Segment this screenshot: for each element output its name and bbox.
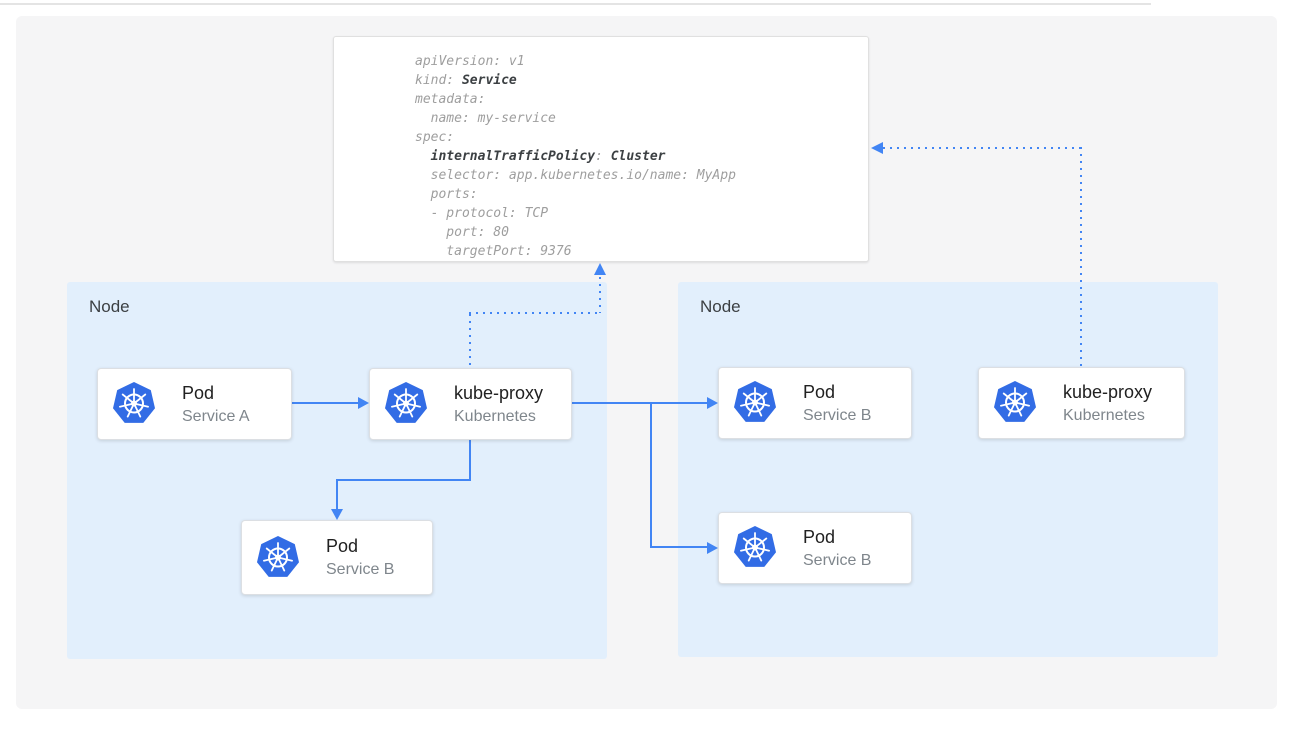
arrow-pod-a-to-kube-proxy (292, 402, 360, 404)
card-subtitle: Service B (326, 561, 395, 578)
card-title: Pod (803, 381, 836, 402)
arrowhead-kube-proxy-to-pod-b-right-bottom (707, 542, 718, 554)
arrow-kube-proxy-to-pod-b-left-seg3 (336, 479, 338, 510)
node-label-right: Node (700, 297, 741, 316)
card-title: Pod (326, 536, 359, 556)
dotted-kube-proxy-right-to-yaml-seg1 (883, 147, 1082, 149)
kubernetes-logo-icon (732, 525, 778, 571)
dotted-kube-proxy-left-to-yaml-seg3 (599, 277, 601, 313)
service-yaml-panel: apiVersion: v1 kind: Service metadata: nam… (333, 36, 869, 262)
kubernetes-logo-icon (383, 381, 429, 427)
arrowhead-kube-proxy-to-pod-b-right-top (707, 397, 718, 409)
arrowhead-dotted-to-yaml-bottom (594, 263, 606, 275)
top-divider-rule (0, 3, 1151, 5)
card-subtitle: Kubernetes (1063, 406, 1145, 424)
card-subtitle: Kubernetes (454, 407, 536, 425)
arrow-kube-proxy-to-pod-b-right-top (572, 402, 708, 404)
dotted-kube-proxy-left-to-yaml-seg1 (469, 314, 471, 368)
card-pod-a: Pod Service A (97, 368, 292, 440)
yaml-code-line: internalTrafficPolicy: Cluster (430, 149, 666, 164)
dotted-kube-proxy-left-to-yaml-seg2 (469, 312, 602, 314)
card-title: Pod (803, 526, 836, 547)
card-title: Pod (182, 382, 215, 403)
yaml-code-line: apiVersion: v1 (415, 54, 525, 69)
card-subtitle: Service A (182, 407, 250, 425)
yaml-code-line: spec: (415, 130, 455, 145)
card-pod-b-left: Pod Service B (241, 520, 433, 595)
yaml-code-line: ports: (415, 187, 478, 202)
card-pod-b-right-top: Pod Service B (718, 367, 912, 439)
yaml-code-line: port: 80 (415, 225, 509, 240)
yaml-code-line: kind: Service (415, 73, 517, 88)
card-pod-b-right-bottom: Pod Service B (718, 512, 912, 584)
yaml-code-line: selector: app.kubernetes.io/name: MyApp (415, 168, 736, 183)
yaml-code-line: targetPort: 9376 (415, 244, 572, 259)
card-kube-proxy-left: kube-proxy Kubernetes (369, 368, 572, 440)
card-title: kube-proxy (454, 382, 544, 403)
arrowhead-kube-proxy-to-pod-b-left (331, 509, 343, 520)
kubernetes-logo-icon (111, 381, 157, 427)
yaml-code-line: - protocol: TCP (415, 206, 549, 221)
kubernetes-logo-icon (992, 380, 1038, 426)
arrow-kube-proxy-to-pod-b-left-seg2 (336, 479, 471, 481)
card-subtitle: Service B (803, 406, 872, 424)
arrow-kube-proxy-to-pod-b-right-bottom-seg1 (650, 402, 652, 548)
arrow-kube-proxy-to-pod-b-left-seg1 (469, 440, 471, 481)
yaml-code-line: name: my-service (415, 111, 556, 126)
node-label-left: Node (89, 297, 130, 316)
card-kube-proxy-right: kube-proxy Kubernetes (978, 367, 1185, 439)
card-subtitle: Service B (803, 551, 872, 569)
arrowhead-dotted-to-yaml-right (871, 142, 883, 154)
arrow-kube-proxy-to-pod-b-right-bottom-seg2 (650, 546, 708, 548)
kubernetes-logo-icon (732, 380, 778, 426)
arrowhead-pod-a-to-kube-proxy (358, 397, 369, 409)
kubernetes-logo-icon (255, 535, 301, 581)
yaml-code-line: metadata: (415, 92, 486, 107)
card-title: kube-proxy (1063, 381, 1153, 402)
node-container-left (67, 282, 607, 659)
node-container-right (678, 282, 1218, 657)
dotted-kube-proxy-right-to-yaml-seg2 (1080, 147, 1082, 368)
